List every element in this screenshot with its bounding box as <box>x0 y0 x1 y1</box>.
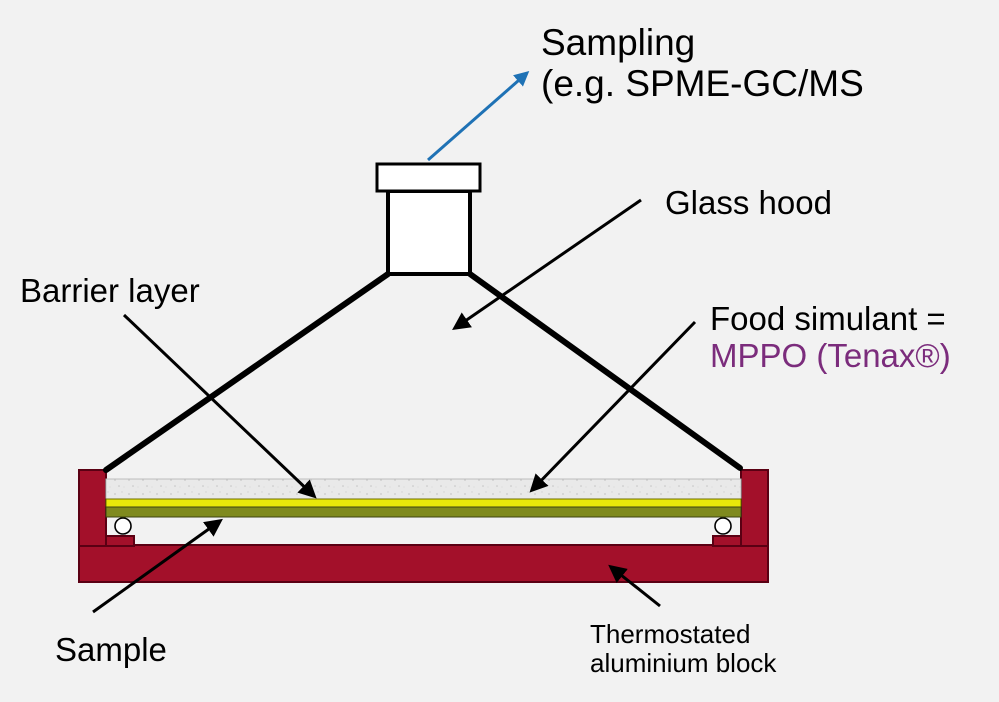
aluminium-block-left-step <box>105 535 135 547</box>
glass-hood-pointer <box>452 198 642 331</box>
barrier-layer-pointer <box>122 313 317 499</box>
glass-hood-left-wall <box>103 271 391 473</box>
sample-pointer <box>92 518 223 614</box>
glass-hood-cap <box>375 162 482 193</box>
food-simulant-layer <box>105 478 742 500</box>
thermostated-label-line1: Thermostated <box>590 619 751 649</box>
sampling-label: Sampling (e.g. SPME-GC/MS <box>541 22 864 105</box>
barrier-layer-strip <box>105 498 742 508</box>
thermostated-label-line2: aluminium block <box>590 648 777 679</box>
aluminium-block-pointer <box>608 564 661 608</box>
barrier-layer-label: Barrier layer <box>20 272 200 309</box>
aluminium-block-right-step <box>712 535 742 547</box>
aluminium-block-base <box>78 544 769 583</box>
support-roller-left <box>114 517 132 535</box>
food-simulant-label-line1: Food simulant = <box>710 300 946 337</box>
glass-hood-right-wall <box>467 271 743 471</box>
sample-label: Sample <box>55 631 167 668</box>
sample-strip <box>105 506 742 518</box>
support-roller-right <box>714 517 732 535</box>
sampling-arrow <box>427 71 530 162</box>
food-simulant-label: Food simulant = MPPO (Tenax®) <box>710 300 951 375</box>
sampling-label-line2: (e.g. SPME-GC/MS <box>541 63 864 105</box>
glass-hood-neck <box>386 189 472 276</box>
food-simulant-label-line2: MPPO (Tenax®) <box>710 336 951 374</box>
thermostated-block-label: Thermostated aluminium block <box>590 619 777 679</box>
food-simulant-pointer <box>529 320 697 493</box>
glass-hood-label: Glass hood <box>665 184 832 221</box>
aluminium-block-right-wall <box>740 469 769 547</box>
sampling-label-line1: Sampling <box>541 22 696 63</box>
aluminium-block-left-wall <box>78 469 107 547</box>
